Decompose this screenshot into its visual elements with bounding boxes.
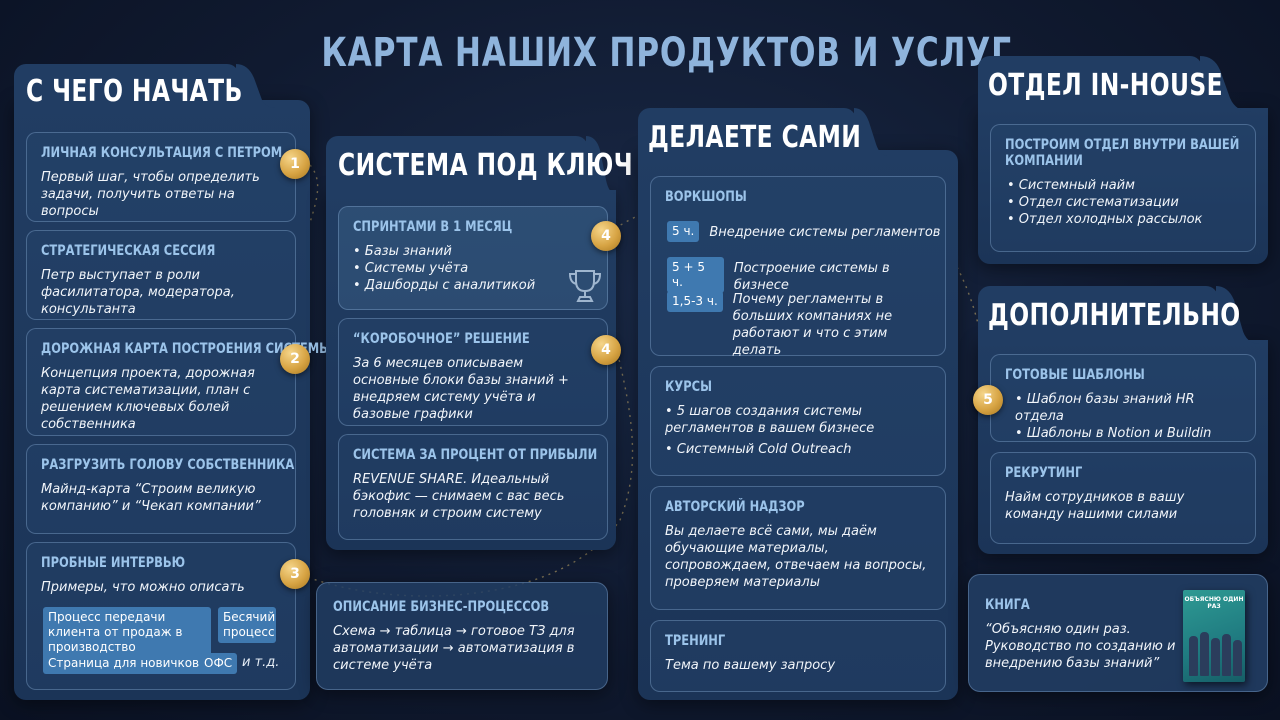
card-text: REVENUE SHARE. Идеальный бэкофис — снима… — [353, 472, 565, 521]
card-courses[interactable]: КУРСЫ • 5 шагов создания системы регламе… — [650, 366, 946, 476]
card-title: АВТОРСКИЙ НАДЗОР — [665, 499, 805, 515]
bullet: • Отдел систематизации — [1007, 195, 1179, 210]
card-consultation[interactable]: ЛИЧНАЯ КОНСУЛЬТАЦИЯ С ПЕТРОМ Первый шаг,… — [26, 132, 296, 222]
start-panel-tab — [14, 64, 239, 108]
book-cover-title: ОБЪЯСНЮ ОДИН РАЗ — [1184, 596, 1244, 610]
start-tab-slope — [236, 64, 276, 108]
book-title: КНИГА — [985, 597, 1030, 613]
bizproc-panel[interactable]: ОПИСАНИЕ БИЗНЕС-ПРОЦЕССОВ Схема → таблиц… — [316, 582, 608, 690]
card-title: КУРСЫ — [665, 379, 712, 395]
card-title: ТРЕНИНГ — [665, 633, 726, 649]
inhouse-panel-tab — [978, 56, 1202, 112]
card-title: ЛИЧНАЯ КОНСУЛЬТАЦИЯ С ПЕТРОМ — [41, 145, 283, 161]
extra-panel-tab — [978, 286, 1218, 344]
bullet: • Шаблоны в Notion и Buildin — [1015, 426, 1212, 441]
start-panel — [14, 100, 310, 700]
diy-panel-title: ДЕЛАЕТЕ САМИ — [648, 120, 862, 155]
extra-panel — [978, 340, 1268, 554]
bullet: • Отдел холодных рассылок — [1007, 212, 1203, 227]
card-strategy-session[interactable]: СТРАТЕГИЧЕСКАЯ СЕССИЯ Петр выступает в р… — [26, 230, 296, 320]
card-text: Майнд-карта “Строим великую компанию” и … — [41, 482, 261, 514]
tag-newcomer-page[interactable]: Страница для новичков — [43, 653, 205, 674]
bullet: • Базы знаний — [353, 244, 452, 259]
card-title: СТРАТЕГИЧЕСКАЯ СЕССИЯ — [41, 243, 216, 259]
workshop-duration-tag: 5 ч. — [667, 221, 700, 242]
card-workshops[interactable]: ВОРКШОПЫ 5 ч. Внедрение системы регламен… — [650, 176, 946, 358]
book-text: “Объясняю один раз. Руководство по созда… — [985, 622, 1176, 671]
workshop-duration-tag: 5 + 5 ч. — [667, 257, 724, 293]
turnkey-panel-tab — [326, 136, 588, 194]
card-training[interactable]: ТРЕНИНГ Тема по вашему запросу — [650, 620, 946, 692]
inhouse-panel — [978, 108, 1268, 264]
tag-annoying-process[interactable]: Бесячий процесс — [218, 607, 276, 643]
card-title: ДОРОЖНАЯ КАРТА ПОСТРОЕНИЯ СИСТЕМЫ — [41, 341, 332, 357]
badge-step-2: 2 — [280, 344, 310, 374]
bullet: • Системы учёта — [353, 261, 469, 276]
tag-ofs[interactable]: ОФС — [199, 653, 238, 674]
tags-tail: и т.д. — [242, 655, 280, 670]
card-title: РАЗГРУЗИТЬ ГОЛОВУ СОБСТВЕННИКА — [41, 457, 295, 473]
extra-tab-slope — [1216, 286, 1268, 344]
card-unload-head[interactable]: РАЗГРУЗИТЬ ГОЛОВУ СОБСТВЕННИКА Майнд-кар… — [26, 444, 296, 534]
card-text: Найм сотрудников в вашу команду нашими с… — [1005, 490, 1185, 522]
bullet: • Шаблон базы знаний HR отдела — [1015, 392, 1195, 424]
turnkey-panel-title: СИСТЕМА ПОД КЛЮЧ — [338, 148, 634, 183]
card-text: Примеры, что можно описать — [41, 580, 245, 595]
bullet: • Системный Cold Outreach — [665, 442, 852, 457]
card-title-line1: ПОСТРОИМ ОТДЕЛ ВНУТРИ ВАШЕЙ — [1005, 137, 1240, 153]
bullet: • Дашборды с аналитикой — [353, 278, 536, 293]
card-inhouse-department[interactable]: ПОСТРОИМ ОТДЕЛ ВНУТРИ ВАШЕЙ КОМПАНИИ • С… — [990, 124, 1256, 252]
book-cover-image: ОБЪЯСНЮ ОДИН РАЗ — [1183, 590, 1245, 682]
tag-client-handoff[interactable]: Процесс передачи клиента от продаж в про… — [43, 607, 211, 658]
card-text: Концепция проекта, дорожная карта систем… — [41, 366, 255, 432]
bizproc-title: ОПИСАНИЕ БИЗНЕС-ПРОЦЕССОВ — [333, 599, 550, 615]
card-supervision[interactable]: АВТОРСКИЙ НАДЗОР Вы делаете всё сами, мы… — [650, 486, 946, 610]
card-text: Тема по вашему запросу — [665, 658, 836, 673]
card-text: За 6 месяцев описываем основные блоки ба… — [353, 356, 569, 422]
card-roadmap[interactable]: ДОРОЖНАЯ КАРТА ПОСТРОЕНИЯ СИСТЕМЫ Концеп… — [26, 328, 332, 436]
card-title: “КОРОБОЧНОЕ” РЕШЕНИЕ — [353, 331, 530, 347]
card-text: Петр выступает в роли фасилитатора, моде… — [41, 268, 235, 317]
card-trial-interviews[interactable]: ПРОБНЫЕ ИНТЕРВЬЮ Примеры, что можно опис… — [26, 542, 296, 690]
bullet: • Системный найм — [1007, 178, 1135, 193]
trophy-icon — [568, 270, 602, 302]
card-title: СПРИНТАМИ В 1 МЕСЯЦ — [353, 219, 513, 235]
badge-step-3: 3 — [280, 559, 310, 589]
card-text: Вы делаете всё сами, мы даём обучающие м… — [665, 524, 927, 590]
inhouse-panel-title: ОТДЕЛ IN-HOUSE — [988, 68, 1224, 103]
bullet: • 5 шагов создания системы регламентов в… — [665, 404, 875, 436]
card-title: СИСТЕМА ЗА ПРОЦЕНТ ОТ ПРИБЫЛИ — [353, 447, 598, 463]
card-revenue-share[interactable]: СИСТЕМА ЗА ПРОЦЕНТ ОТ ПРИБЫЛИ REVENUE SH… — [338, 434, 608, 540]
workshop-duration-tag: 1,5-3 ч. — [667, 291, 723, 312]
badge-step-1: 1 — [280, 149, 310, 179]
badge-step-4b: 4 — [591, 335, 621, 365]
diy-tab-slope — [854, 108, 888, 156]
workshop-text: Построение системы в бизнесе — [733, 261, 890, 293]
page-title: КАРТА НАШИХ ПРОДУКТОВ И УСЛУГ — [321, 30, 1012, 76]
card-boxed-solution[interactable]: “КОРОБОЧНОЕ” РЕШЕНИЕ За 6 месяцев описыв… — [338, 318, 608, 426]
card-templates[interactable]: ГОТОВЫЕ ШАБЛОНЫ • Шаблон базы знаний HR … — [990, 354, 1256, 442]
card-title: ГОТОВЫЕ ШАБЛОНЫ — [1005, 367, 1145, 383]
card-title-line2: КОМПАНИИ — [1005, 153, 1083, 169]
card-title: РЕКРУТИНГ — [1005, 465, 1083, 481]
card-sprints[interactable]: СПРИНТАМИ В 1 МЕСЯЦ • Базы знаний • Сист… — [338, 206, 608, 310]
card-title: ВОРКШОПЫ — [665, 189, 747, 205]
bizproc-text: Схема → таблица → готовое ТЗ для автомат… — [333, 624, 575, 673]
turnkey-panel — [326, 190, 616, 550]
card-title: ПРОБНЫЕ ИНТЕРВЬЮ — [41, 555, 186, 571]
diy-panel-tab — [638, 108, 856, 156]
workshop-text: Почему регламенты в больших компаниях не… — [732, 292, 893, 358]
inhouse-tab-slope — [1200, 56, 1268, 112]
start-panel-title: С ЧЕГО НАЧАТЬ — [26, 74, 243, 109]
badge-step-4a: 4 — [591, 221, 621, 251]
workshop-text: Внедрение системы регламентов — [709, 225, 941, 240]
extra-panel-title: ДОПОЛНИТЕЛЬНО — [988, 298, 1241, 333]
turnkey-tab-slope — [586, 136, 616, 194]
card-recruiting[interactable]: РЕКРУТИНГ Найм сотрудников в вашу команд… — [990, 452, 1256, 544]
card-text: Первый шаг, чтобы определить задачи, пол… — [41, 170, 260, 219]
badge-step-5: 5 — [973, 385, 1003, 415]
